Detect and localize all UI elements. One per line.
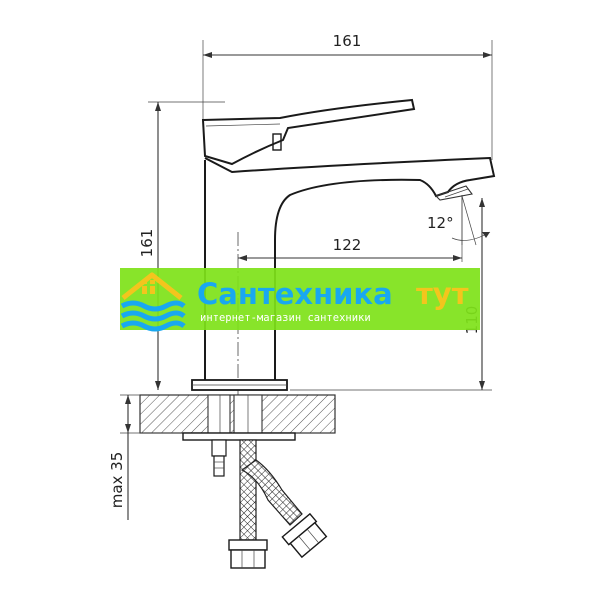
- mounting-washer: [182, 432, 296, 441]
- flexible-hoses: [228, 439, 328, 569]
- brand-name: Сантехника: [197, 277, 393, 311]
- house-waves-logo: [120, 272, 186, 332]
- width-dimension: 161: [202, 32, 493, 160]
- brand-tagline: интернет-магазин сантехники: [200, 312, 371, 324]
- width-label: 161: [333, 32, 362, 50]
- reach-label: 122: [333, 236, 362, 254]
- angle-label: 12°: [427, 214, 454, 232]
- depth-label: max 35: [108, 452, 126, 509]
- brand-accent: тут: [416, 277, 469, 311]
- height-label: 161: [138, 229, 156, 258]
- countertop-section: [139, 394, 336, 434]
- depth-dimension: max 35: [108, 394, 182, 520]
- height-dimension: 161: [138, 101, 225, 390]
- watermark-banner: Сантехника тут интернет-магазин сантехни…: [120, 268, 480, 332]
- mounting-stud: [211, 439, 227, 477]
- angle-dimension: 12°: [427, 195, 491, 246]
